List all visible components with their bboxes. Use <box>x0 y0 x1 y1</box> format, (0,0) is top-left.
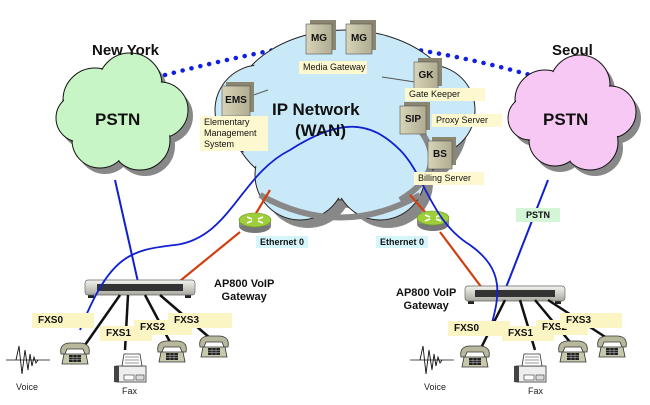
gateway-left[interactable] <box>84 279 196 298</box>
pstn-access-lines <box>114 179 549 291</box>
port-label-right-fxs0: FXS0 <box>448 321 510 336</box>
pstn-cloud-left-label: PSTN <box>95 110 141 129</box>
router-left[interactable] <box>238 212 272 234</box>
gateway-right-line1: AP800 VoIP <box>396 287 457 299</box>
server-code: MG <box>351 33 367 44</box>
server-mg-1[interactable]: MG <box>305 20 336 55</box>
ip-network-cloud <box>214 29 476 228</box>
phone-icon[interactable] <box>199 335 229 358</box>
port-label-left-fxs0: FXS0 <box>32 313 94 328</box>
gateway-right-line2: Gateway <box>403 300 449 312</box>
server-sip[interactable]: SIP <box>399 102 430 135</box>
port-label-left-fxs3: FXS3 <box>168 313 232 328</box>
server-code: MG <box>311 33 327 44</box>
voice-wave-icon <box>5 345 51 375</box>
gateway-left-line2: Gateway <box>221 291 267 303</box>
proxy-server-label: Proxy Server <box>432 114 502 127</box>
pstn-cloud-left <box>55 52 193 176</box>
billing-server-label: Billing Server <box>414 172 484 185</box>
gateway-left-line1: AP800 VoIP <box>214 278 275 290</box>
ip-network-title: IP Network <box>272 100 360 119</box>
ems-label: Elementary Management System <box>200 116 268 151</box>
voice-call-path <box>79 125 499 331</box>
ip-network-subtitle: (WAN) <box>295 121 346 140</box>
gateway-left-label: AP800 VoIP Gateway <box>214 278 274 304</box>
ethernet-label-left: Ethernet 0 <box>256 236 309 248</box>
server-mg-2[interactable]: MG <box>345 20 376 55</box>
gateway-right[interactable] <box>464 285 566 304</box>
ems-label-line2: Management <box>204 128 257 138</box>
server-code: GK <box>419 70 435 81</box>
ethernet-links <box>174 189 486 293</box>
port-label-right-fxs3: FXS3 <box>560 313 622 328</box>
server-code: BS <box>433 149 447 160</box>
fax-icon[interactable] <box>513 353 547 383</box>
media-gateway-label: Media Gateway <box>299 61 367 74</box>
voice-wave-icon <box>409 345 455 375</box>
voice-label-right: Voice <box>424 382 447 392</box>
phone-icon[interactable] <box>60 342 90 365</box>
fax-label-left: Fax <box>122 386 138 396</box>
city-label-seoul: Seoul <box>552 42 593 59</box>
server-code: SIP <box>405 114 421 125</box>
fax-label-right: Fax <box>528 386 544 396</box>
voice-label-left: Voice <box>16 382 39 392</box>
phone-icon[interactable] <box>558 340 588 363</box>
phone-icon[interactable] <box>597 335 627 358</box>
ethernet-label-right: Ethernet 0 <box>376 236 429 248</box>
pstn-link-label: PSTN <box>516 208 561 222</box>
phone-icon[interactable] <box>460 345 490 368</box>
gateway-right-label: AP800 VoIP Gateway <box>396 287 456 313</box>
server-ems[interactable]: EMS <box>221 82 254 117</box>
server-bs[interactable]: BS <box>427 137 456 170</box>
ems-label-line1: Elementary <box>204 117 250 127</box>
gate-keeper-label: Gate Keeper <box>405 88 485 101</box>
pstn-cloud-right <box>507 54 641 176</box>
phone-icon[interactable] <box>157 340 187 363</box>
ems-label-line3: System <box>204 139 235 149</box>
server-code: EMS <box>225 95 247 106</box>
server-gk[interactable]: GK <box>413 58 442 91</box>
city-label-new-york: New York <box>92 42 159 59</box>
fax-icon[interactable] <box>113 353 147 383</box>
pstn-cloud-right-label: PSTN <box>543 110 589 129</box>
